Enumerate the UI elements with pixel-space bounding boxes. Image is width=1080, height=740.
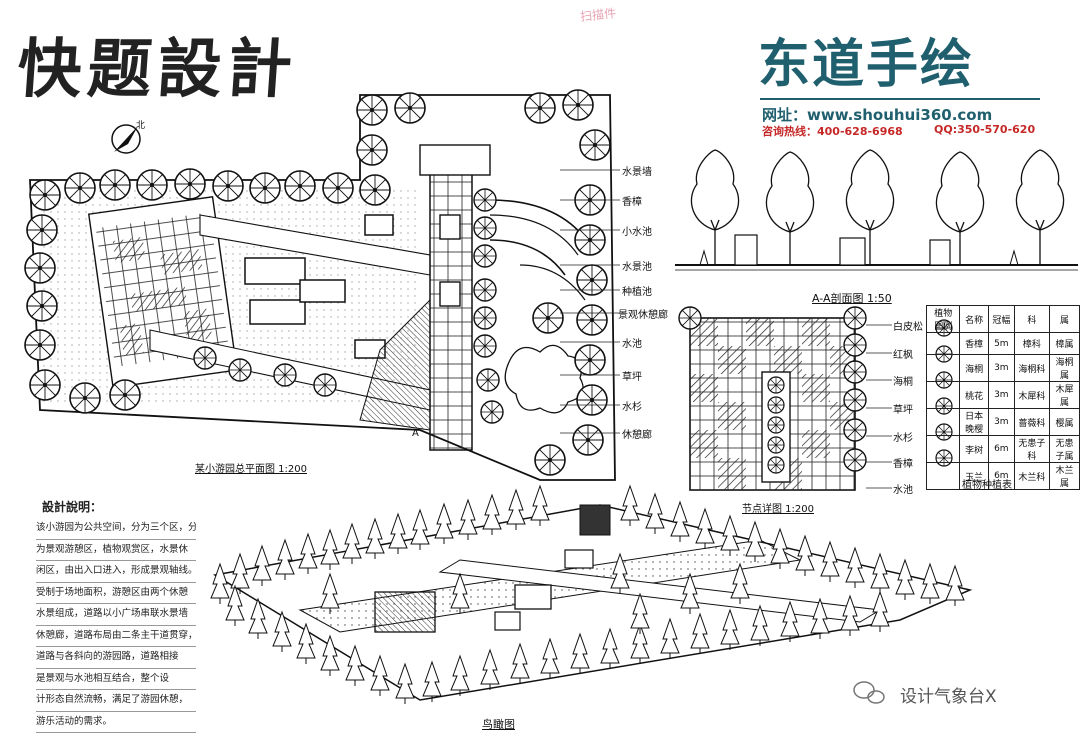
aerial-caption: 鸟瞰图	[482, 718, 515, 731]
notes-line: 为景观游憩区，植物观赏区，水景休	[36, 540, 196, 561]
section-caption: A-A剖面图 1:50	[812, 292, 892, 305]
legend-caption: 植物种植表	[962, 480, 1012, 491]
brand-name: 东道手绘	[758, 35, 975, 95]
legend-header: 属	[1048, 305, 1080, 333]
legend-cell: 蔷薇科	[1013, 408, 1050, 436]
legend-cell: 木犀科	[1013, 381, 1050, 409]
legend-cell: 海桐属	[1048, 354, 1080, 382]
legend-cell: 樱属	[1048, 408, 1080, 436]
detail-callout: 红枫	[893, 350, 913, 361]
legend-cell: 玉兰	[959, 462, 989, 490]
plan-callout: 种植池	[622, 287, 652, 298]
notes-title: 設計說明：	[42, 500, 103, 514]
aerial-view	[210, 485, 973, 705]
legend-cell: 日本晚樱	[959, 408, 989, 436]
notes-line: 休憩廊，道路布局由二条主干道贯穿，	[36, 626, 196, 647]
notes-line: 水景组成，道路以小广场串联水景墙	[36, 604, 196, 626]
legend-cell: 6m	[987, 435, 1015, 463]
detail-callout: 白皮松	[893, 322, 923, 333]
node-detail	[678, 306, 892, 491]
section-drawing	[675, 149, 1078, 271]
legend-header: 冠幅	[987, 305, 1015, 333]
plan-callout: 香樟	[622, 197, 642, 208]
north-arrow-icon	[111, 124, 141, 154]
legend-cell: 李树	[959, 435, 989, 463]
legend-cell: 木兰科	[1013, 462, 1050, 490]
plan-callout: 休憩廊	[622, 430, 652, 441]
plan-caption: 某小游园总平面图 1:200	[195, 464, 307, 475]
legend-header: 植物图例	[925, 305, 961, 333]
brand-url[interactable]: 网址：www.shouhui360.com	[762, 106, 993, 124]
detail-callout: 水池	[893, 485, 913, 496]
north-label: 北	[136, 121, 146, 131]
legend-cell: 3m	[987, 354, 1015, 382]
notes-line: 受制于场地面积，游憩区由两个休憩	[36, 583, 196, 604]
notes-line: 游乐活动的需求。	[36, 712, 196, 733]
brand-hotline: 咨询热线：400-628-6968	[762, 125, 903, 138]
plan-callout: 水景池	[622, 262, 652, 273]
notes-line: 道路与各斜向的游园路，道路相接	[36, 647, 196, 669]
notes-body: 该小游园为公共空间，分为三个区，分别 为景观游憩区，植物观赏区，水景休 闲区，由…	[36, 518, 196, 733]
legend-cell: 木兰属	[1048, 462, 1080, 490]
notes-line: 是景观与水池相互结合，整个设	[36, 669, 196, 690]
legend-cell: 樟属	[1048, 332, 1080, 355]
site-plan	[24, 89, 620, 481]
legend-symbol-cell	[925, 408, 961, 436]
brand-qq: QQ:350-570-620	[934, 123, 1036, 136]
legend-cell: 香樟	[959, 332, 989, 355]
legend-cell: 无患子属	[1048, 435, 1080, 463]
brand-divider	[760, 98, 1040, 100]
legend-cell: 3m	[987, 408, 1015, 436]
legend-header: 科	[1013, 305, 1050, 333]
legend-cell: 3m	[987, 381, 1015, 409]
legend-cell: 5m	[987, 332, 1015, 355]
notes-line: 计形态自然流畅，满足了游园休憩，	[36, 690, 196, 712]
plan-callout: 水景墙	[622, 167, 652, 178]
detail-callout: 香樟	[893, 459, 913, 470]
watermark-text: 设计气象台X	[900, 687, 997, 707]
detail-callout: 水杉	[893, 433, 913, 444]
legend-cell: 海桐	[959, 354, 989, 382]
detail-caption: 节点详图 1:200	[742, 504, 814, 515]
legend-symbol-cell	[925, 462, 961, 490]
plan-callout: 草坪	[622, 372, 642, 383]
legend-symbol-cell	[925, 435, 961, 463]
detail-callout: 海桐	[893, 377, 913, 388]
section-mark: A	[412, 428, 419, 439]
legend-symbol-cell	[925, 332, 961, 355]
legend-symbol-cell	[925, 354, 961, 382]
page-title: 快题設計	[14, 33, 301, 107]
legend-cell: 海桐科	[1013, 354, 1050, 382]
plan-callout: 景观休憩廊	[618, 310, 668, 321]
notes-line: 该小游园为公共空间，分为三个区，分别	[36, 518, 196, 540]
legend-symbol-cell	[925, 381, 961, 409]
legend-header-row: 植物图例 名称 冠幅 科 属	[925, 305, 1080, 333]
legend-cell: 樟科	[1013, 332, 1050, 355]
plan-callout: 水池	[622, 339, 642, 350]
legend-cell: 6m	[987, 462, 1015, 490]
legend-cell: 桃花	[959, 381, 989, 409]
plan-callout: 小水池	[622, 227, 652, 238]
legend-cell: 无患子科	[1013, 435, 1050, 463]
detail-callout: 草坪	[893, 405, 913, 416]
legend-cell: 木犀属	[1048, 381, 1080, 409]
legend-header: 名称	[959, 305, 989, 333]
plan-callout: 水杉	[622, 402, 642, 413]
wechat-icon	[853, 681, 885, 704]
notes-line: 闲区，由出入口进入，形成景观轴线。	[36, 561, 196, 583]
